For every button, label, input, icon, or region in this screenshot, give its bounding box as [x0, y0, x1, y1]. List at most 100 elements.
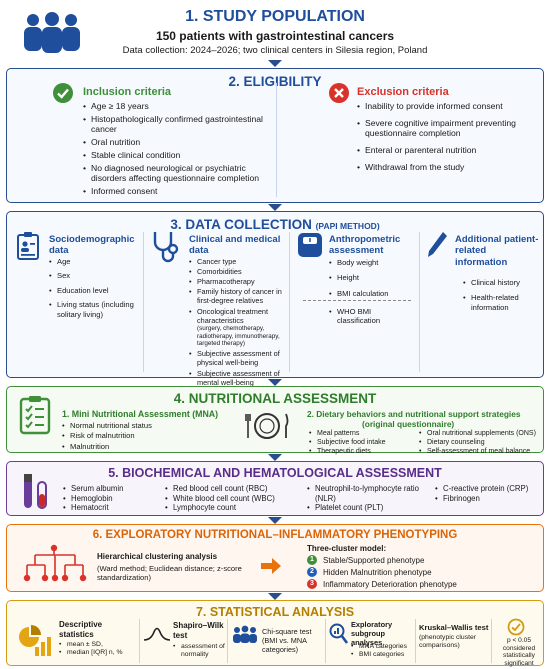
section-5-title: 5. BIOCHEMICAL AND HEMATOLOGICAL ASSESSM…	[108, 466, 442, 480]
list-item: C-reactive protein (CRP)	[435, 484, 543, 494]
clinical-content: Cancer type Comorbidities Pharmacotherap…	[189, 257, 287, 387]
list-item: Clinical history	[463, 278, 541, 288]
flow-arrow	[268, 379, 282, 386]
section-6-title: 6. EXPLORATORY NUTRITIONAL–INFLAMMATORY …	[92, 529, 458, 541]
bio-list-3: Neutrophil-to-lymphocyte ratio (NLR) Pla…	[307, 484, 422, 513]
flow-arrow	[268, 454, 282, 461]
list-item: Neutrophil-to-lymphocyte ratio (NLR)	[307, 484, 422, 503]
dendrogram-icon	[23, 544, 87, 582]
kruskal-title: Kruskal–Wallis test	[419, 623, 489, 632]
divider	[325, 619, 326, 663]
data-collection-section: 3. DATA COLLECTION (PAPI METHOD) Sociode…	[6, 211, 544, 387]
socio-list: Age Sex Education level Living status (i…	[49, 257, 141, 319]
phenotyping-section: 6. EXPLORATORY NUTRITIONAL–INFLAMMATORY …	[6, 524, 544, 592]
list-item: mean ± SD,	[59, 641, 137, 650]
people-icon	[24, 12, 80, 53]
list-item: Lymphocyte count	[165, 503, 303, 513]
cluster-label: Inflammatory Deterioration phenotype	[323, 579, 457, 589]
flow-arrow	[268, 60, 282, 67]
oncological-treatment: Oncological treatment characteristics	[197, 306, 268, 325]
scale-icon	[298, 233, 322, 257]
list-item: Education level	[49, 286, 141, 296]
study-population-section: 1. STUDY POPULATION 150 patients with ga…	[6, 4, 544, 59]
shapiro-title: Shapiro–Wilk test	[173, 621, 224, 640]
list-item: Withdrawal from the study	[357, 162, 535, 173]
list-item: BMI categories	[351, 651, 415, 660]
list-item: Subjective assessment of physical well-b…	[189, 349, 287, 367]
cluster-item: 3 Inflammatory Deterioration phenotype	[307, 579, 457, 589]
chi-square-title: Chi-square test (BMI vs. MNA categories)	[262, 627, 312, 655]
divider	[289, 232, 290, 372]
list-item: Sex	[49, 271, 141, 281]
clinical-list: Cancer type Comorbidities Pharmacotherap…	[189, 257, 287, 387]
statistical-analysis-section: 7. STATISTICAL ANALYSIS Descriptive stat…	[6, 600, 544, 667]
pen-icon	[428, 232, 447, 257]
list-item: assessment of normality	[173, 643, 225, 660]
diet-list-2: Oral nutritional supplements (ONS) Dieta…	[419, 430, 543, 456]
list-item: Platelet count (PLT)	[307, 503, 422, 513]
cross-icon	[329, 83, 349, 103]
subgroup-list: MNA categories BMI categories	[351, 643, 415, 660]
list-item: Dietary counseling	[419, 439, 543, 448]
additional-list: Clinical history Health-related informat…	[463, 278, 541, 312]
stethoscope-icon	[153, 232, 179, 263]
diet-list-1: Meal patterns Subjective food intake The…	[309, 430, 417, 456]
list-item: Normal nutritional status	[62, 421, 232, 431]
mna-list: Normal nutritional status Risk of malnut…	[62, 421, 232, 452]
significance-note: p < 0.05 considered statistically signif…	[502, 637, 536, 667]
list-item: Malnutrition	[62, 442, 232, 452]
list-item: Informed consent	[83, 186, 268, 197]
list-item: Enteral or parenteral nutrition	[357, 145, 535, 156]
exclusion-title: Exclusion criteria	[357, 86, 449, 98]
nutritional-assessment-section: 4. NUTRITIONAL ASSESSMENT 1. Mini Nutrit…	[6, 386, 544, 456]
section-2-title: 2. ELIGIBILITY	[228, 74, 322, 89]
list-item: Hematocrit	[63, 503, 163, 513]
plate-utensils-icon	[245, 413, 289, 439]
list-item: WHO BMI classification	[329, 307, 409, 326]
divider	[415, 619, 416, 663]
list-item: Subjective food intake	[309, 439, 417, 448]
descriptive-title: Descriptive statistics	[59, 620, 103, 639]
list-item: Fibrinogen	[435, 494, 543, 504]
divider	[491, 619, 492, 663]
list-item: Meal patterns	[309, 430, 417, 439]
diet-subtitle: (original questionnaire)	[362, 419, 455, 429]
list-item: Self-assessment of meal balance	[419, 448, 543, 457]
descriptive-list: mean ± SD, median [IQR] n, %	[59, 641, 137, 658]
divider	[139, 619, 140, 663]
eligibility-section: 2. ELIGIBILITY Inclusion criteria Age ≥ …	[6, 68, 544, 203]
list-item: Risk of malnutrition	[62, 431, 232, 441]
list-item: Living status (including solitary living…	[49, 300, 141, 319]
inclusion-title: Inclusion criteria	[83, 86, 172, 98]
list-item: No diagnosed neurological or psychiatric…	[83, 163, 268, 184]
list-item: Oncological treatment characteristics (s…	[189, 307, 287, 349]
data-collection-note: Data collection: 2024–2026; two clinical…	[122, 45, 428, 56]
list-item: Hemoglobin	[63, 494, 163, 504]
cluster-number-badge: 2	[307, 567, 317, 577]
section-7-title: 7. STATISTICAL ANALYSIS	[195, 605, 355, 619]
bio-list-2: Red blood cell count (RBC) White blood c…	[165, 484, 303, 513]
list-item: Subjective assessment of mental well-bei…	[189, 369, 287, 387]
list-item: Serum albumin	[63, 484, 163, 494]
divider	[419, 232, 420, 372]
list-item: Stable clinical condition	[83, 150, 268, 161]
bio-list-1: Serum albumin Hemoglobin Hematocrit	[63, 484, 163, 513]
list-item: Comorbidities	[189, 267, 287, 276]
exclusion-list: Inability to provide informed consent Se…	[357, 101, 535, 173]
list-item: Therapeutic diets	[309, 448, 417, 457]
cluster-label: Hidden Malnutrition phenotype	[323, 567, 432, 577]
list-item: MNA categories	[351, 643, 415, 652]
cluster-number-badge: 3	[307, 579, 317, 589]
population-subtitle: 150 patients with gastrointestinal cance…	[155, 29, 395, 43]
cluster-number-badge: 1	[307, 555, 317, 565]
list-item: Height	[329, 273, 415, 283]
list-item: Family history of cancer in first-degree…	[189, 287, 287, 305]
list-item: Body weight	[329, 258, 415, 268]
check-circle-icon	[507, 618, 525, 636]
cluster-item: 1 Stable/Supported phenotype	[307, 555, 457, 565]
flow-arrow	[268, 593, 282, 600]
list-item: Inability to provide informed consent	[357, 101, 535, 112]
oncological-treatment-detail: (surgery, chemotherapy, radiotherapy, im…	[197, 324, 280, 348]
clipboard-checklist-icon	[19, 396, 51, 435]
clustering-title: Hierarchical clustering analysis	[97, 552, 218, 561]
